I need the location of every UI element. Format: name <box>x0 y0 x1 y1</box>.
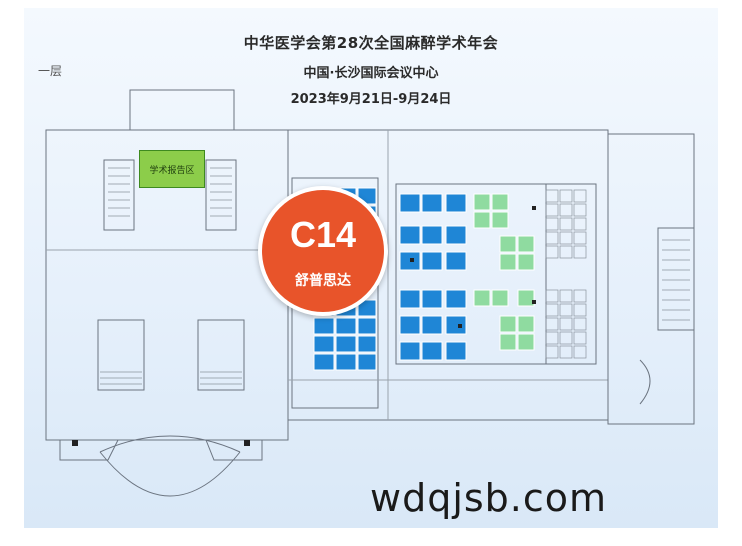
exhibitor-name: 舒普思达 <box>295 273 351 289</box>
booth-code: C14 <box>289 214 357 255</box>
booth-callout: C14 舒普思达 <box>258 186 388 316</box>
booth-markers <box>72 206 536 446</box>
stair-left-2 <box>210 167 232 217</box>
stair-left-1 <box>108 167 130 217</box>
entrance-arc <box>99 435 241 453</box>
event-title: 中华医学会第28次全国麻醉学术年会 <box>243 34 499 52</box>
floor-label: 一层 <box>38 64 63 78</box>
stair-lower <box>100 371 242 385</box>
entrance-block <box>129 89 235 131</box>
academic-zone-label: 学术报告区 <box>139 150 205 188</box>
watermark: wdqjsb.com <box>370 476 608 520</box>
right-hall-outline <box>607 133 695 425</box>
event-dates: 2023年9月21日-9月24日 <box>290 92 452 107</box>
event-venue: 中国·长沙国际会议中心 <box>303 66 439 81</box>
green-booth-block <box>473 193 535 351</box>
empty-booth-grid <box>545 189 587 359</box>
stair-right <box>662 239 690 321</box>
